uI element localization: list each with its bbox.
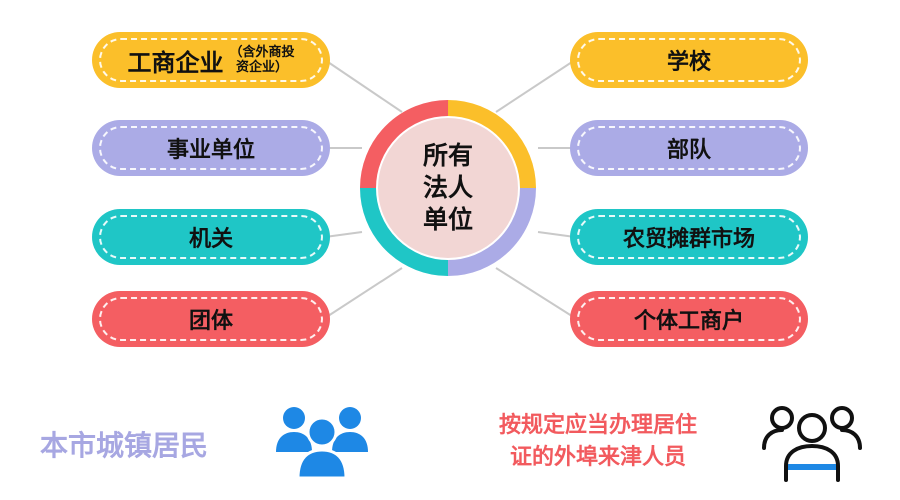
node-sublabel: （含外商投 资企业） [229, 45, 295, 75]
node-label: 学校 [666, 50, 711, 75]
group-outline-icon [762, 406, 862, 482]
node-government-organs: 机关 [92, 209, 330, 265]
center-label-line: 单位 [422, 205, 473, 234]
migrants-label: 按规定应当办理居住 证的外埠来津人员 [458, 410, 738, 474]
node-label: 团体 [188, 309, 233, 334]
connector-line [324, 231, 363, 238]
ring-segment-coral [360, 100, 536, 276]
connector-line [495, 267, 576, 319]
node-military: 部队 [570, 120, 808, 176]
connector-line [537, 231, 576, 238]
node-label: 个体工商户 [633, 309, 744, 334]
connector-line [495, 59, 576, 113]
node-organizations: 团体 [92, 291, 330, 347]
node-label: 机关 [188, 227, 233, 252]
node-individual-businesses: 个体工商户 [570, 291, 808, 347]
center-node: 所有 法人 单位 [378, 118, 518, 258]
node-label: 部队 [666, 138, 711, 163]
migrants-label-line: 按规定应当办理居住 [498, 413, 697, 438]
node-label: 工商企业 [127, 48, 224, 77]
center-label-line: 所有 [422, 141, 473, 170]
center-ring [360, 100, 536, 276]
node-label: 事业单位 [166, 138, 255, 163]
migrants-label-line: 证的外埠来津人员 [509, 445, 686, 470]
node-schools: 学校 [570, 32, 808, 88]
center-label-line: 法人 [422, 173, 473, 202]
node-label: 农贸摊群市场 [622, 227, 755, 252]
group-filled-icon [276, 407, 368, 480]
local-residents-label: 本市城镇居民 [40, 429, 209, 462]
connector-line [324, 267, 403, 319]
node-public-institutions: 事业单位 [92, 120, 330, 176]
node-business-enterprises: 工商企业 （含外商投 资企业） [92, 32, 330, 88]
node-farmers-markets: 农贸摊群市场 [570, 209, 808, 265]
connector-line [324, 59, 403, 113]
